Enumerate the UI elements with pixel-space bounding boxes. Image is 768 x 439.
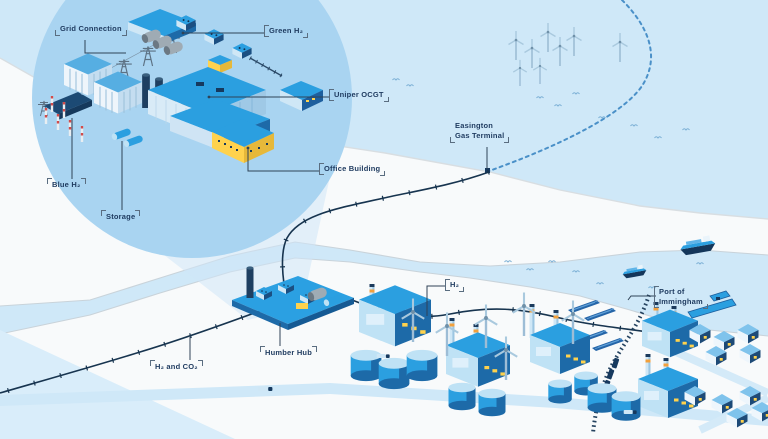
main-road <box>0 383 768 426</box>
river-north-bank <box>0 241 768 307</box>
port-jetty <box>687 290 737 319</box>
road <box>674 348 768 397</box>
hub-zoom-illustration <box>37 9 323 163</box>
truck-icon <box>623 409 637 414</box>
label-uniper-ocgt: Uniper OCGT <box>329 88 389 102</box>
pipeline-h2-co2 <box>0 305 269 396</box>
label-humber-hub: Humber Hub <box>260 346 317 360</box>
label-green-h2: Green H₂ <box>264 24 309 38</box>
truck-icon <box>258 386 273 391</box>
leader-lines <box>71 32 656 360</box>
leader-dots <box>181 31 250 150</box>
label-easington-gas-terminal: Easington Gas Terminal <box>450 119 510 143</box>
river-south-bank <box>0 257 768 337</box>
pipeline-easington-to-hub <box>279 169 490 301</box>
railway <box>591 294 651 434</box>
label-blue-h2: Blue H₂ <box>47 178 86 192</box>
label-port-of-immingham: Port of Immingham <box>654 285 708 309</box>
label-office-building: Office Building <box>319 162 386 176</box>
pale-water-wedge <box>0 330 235 439</box>
humber-hub-facility <box>232 266 354 330</box>
label-h2: H₂ <box>445 278 465 292</box>
label-grid-connection: Grid Connection <box>55 22 127 36</box>
truck-icon <box>376 353 390 358</box>
offshore-pipeline-route <box>488 0 653 172</box>
label-storage: Storage <box>101 210 141 224</box>
label-h2-and-co2: H₂ and CO₂ <box>150 360 203 374</box>
